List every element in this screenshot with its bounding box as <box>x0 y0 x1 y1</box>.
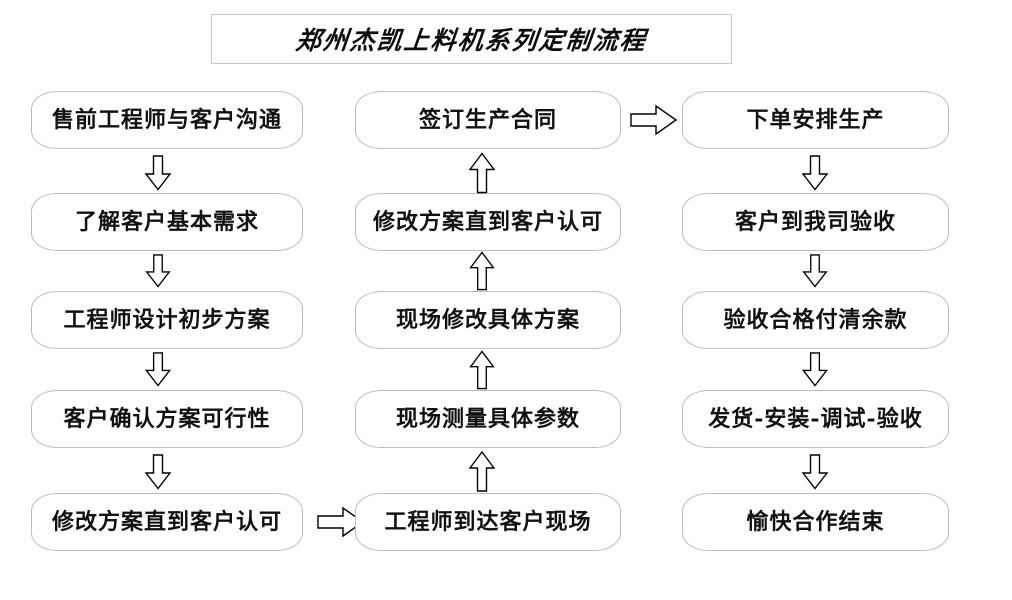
node-onsite-revise-plan[interactable]: 现场修改具体方案 <box>355 291 621 349</box>
node-revise-until-approved-1[interactable]: 修改方案直到客户认可 <box>31 493 303 551</box>
node-label: 现场测量具体参数 <box>395 406 580 432</box>
arrow-right-icon <box>630 103 678 137</box>
arrow-up-icon <box>468 450 496 493</box>
arrow-down-icon <box>144 352 172 387</box>
node-label: 工程师到达客户现场 <box>384 509 592 535</box>
node-label: 售前工程师与客户沟通 <box>51 107 282 133</box>
node-label: 了解客户基本需求 <box>74 209 259 235</box>
node-engineer-initial-plan[interactable]: 工程师设计初步方案 <box>31 291 303 349</box>
node-engineer-arrives-onsite[interactable]: 工程师到达客户现场 <box>355 493 621 551</box>
node-label: 愉快合作结束 <box>746 509 885 535</box>
arrow-down-icon <box>801 352 829 387</box>
arrow-up-icon <box>468 251 496 291</box>
arrow-down-icon <box>801 453 829 491</box>
node-pre-sales-communication[interactable]: 售前工程师与客户沟通 <box>31 91 303 149</box>
node-label: 签订生产合同 <box>418 107 557 133</box>
node-sign-production-contract[interactable]: 签订生产合同 <box>355 91 621 149</box>
node-label: 发货-安装-调试-验收 <box>708 406 923 432</box>
node-happy-cooperation-end[interactable]: 愉快合作结束 <box>682 493 949 551</box>
node-label: 修改方案直到客户认可 <box>372 209 603 235</box>
arrow-up-icon <box>468 350 496 390</box>
arrow-down-icon <box>144 453 172 491</box>
arrow-up-icon <box>468 152 496 194</box>
node-pay-balance-after-acceptance[interactable]: 验收合格付清余款 <box>682 291 949 349</box>
arrow-down-icon <box>801 254 829 288</box>
node-customer-inspection-at-factory[interactable]: 客户到我司验收 <box>682 193 949 251</box>
node-label: 工程师设计初步方案 <box>63 307 271 333</box>
arrow-down-icon <box>144 155 172 191</box>
node-label: 现场修改具体方案 <box>395 307 580 333</box>
node-ship-install-debug-accept[interactable]: 发货-安装-调试-验收 <box>682 390 949 448</box>
node-label: 客户到我司验收 <box>734 209 896 235</box>
node-customer-confirm-feasibility[interactable]: 客户确认方案可行性 <box>31 390 303 448</box>
arrow-down-icon <box>144 254 172 288</box>
arrow-right-icon <box>317 505 365 539</box>
page-title: 郑州杰凯上料机系列定制流程 <box>294 26 649 55</box>
chart-title-box: 郑州杰凯上料机系列定制流程 <box>211 14 732 64</box>
node-revise-until-approved-2[interactable]: 修改方案直到客户认可 <box>355 193 621 251</box>
node-label: 修改方案直到客户认可 <box>51 509 282 535</box>
node-place-order-arrange-production[interactable]: 下单安排生产 <box>682 91 949 149</box>
node-understand-basic-needs[interactable]: 了解客户基本需求 <box>31 193 303 251</box>
node-label: 客户确认方案可行性 <box>63 406 271 432</box>
node-label: 下单安排生产 <box>746 107 885 133</box>
arrow-down-icon <box>801 155 829 191</box>
node-onsite-measure-parameters[interactable]: 现场测量具体参数 <box>355 390 621 448</box>
node-label: 验收合格付清余款 <box>723 307 908 333</box>
